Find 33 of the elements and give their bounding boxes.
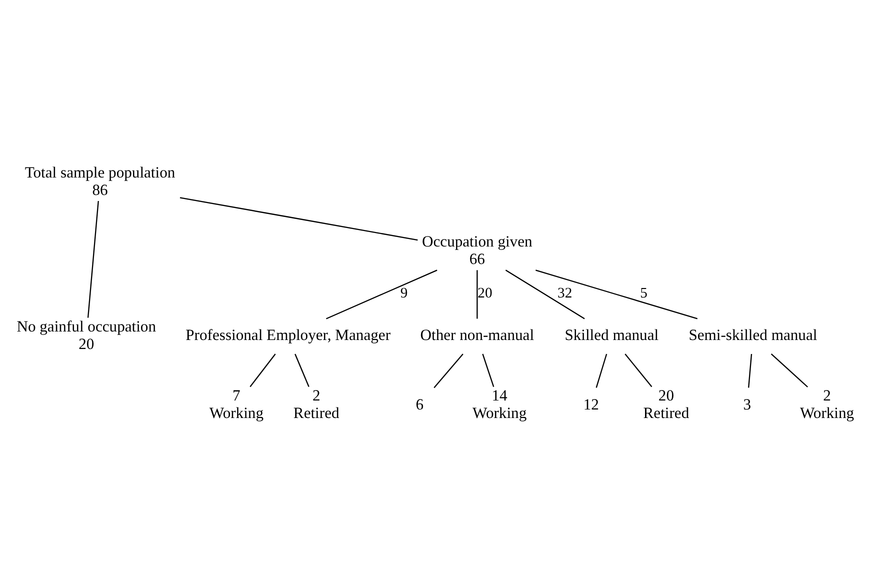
edge-label: 20	[478, 285, 492, 302]
connector	[596, 354, 608, 388]
node-text: Professional Employer, Manager	[186, 327, 391, 344]
node-text: 2 Retired	[293, 388, 340, 422]
node-text: 7 Working	[209, 388, 264, 422]
edge-label: 9	[400, 285, 408, 302]
node-text: 12	[583, 396, 599, 414]
connector	[624, 354, 652, 388]
node-text: Skilled manual	[564, 327, 659, 344]
node-text: Total sample population 86	[24, 164, 176, 199]
node-text: Semi-skilled manual	[688, 327, 818, 344]
node-text: 3	[743, 396, 752, 414]
connector	[250, 354, 276, 388]
connector	[87, 200, 99, 318]
connector	[180, 197, 418, 241]
connector	[326, 270, 438, 320]
node-text: 6	[416, 396, 424, 414]
connector	[535, 270, 698, 320]
node-text: Occupation given 66	[422, 234, 532, 268]
node-text: 14 Working	[472, 388, 527, 422]
edge-label: 32	[558, 285, 572, 302]
connector	[770, 354, 808, 388]
node-text: 2 Working	[800, 388, 854, 422]
connector	[294, 354, 310, 387]
connector	[505, 270, 585, 320]
node-text: No gainful occupation 20	[16, 318, 156, 353]
connector	[434, 354, 464, 388]
edge-label: 5	[640, 285, 648, 302]
connector	[748, 354, 752, 388]
node-text: Other non-manual	[420, 327, 534, 344]
node-text: 20 Retired	[643, 388, 690, 422]
connector	[476, 270, 478, 319]
connector	[482, 354, 494, 387]
